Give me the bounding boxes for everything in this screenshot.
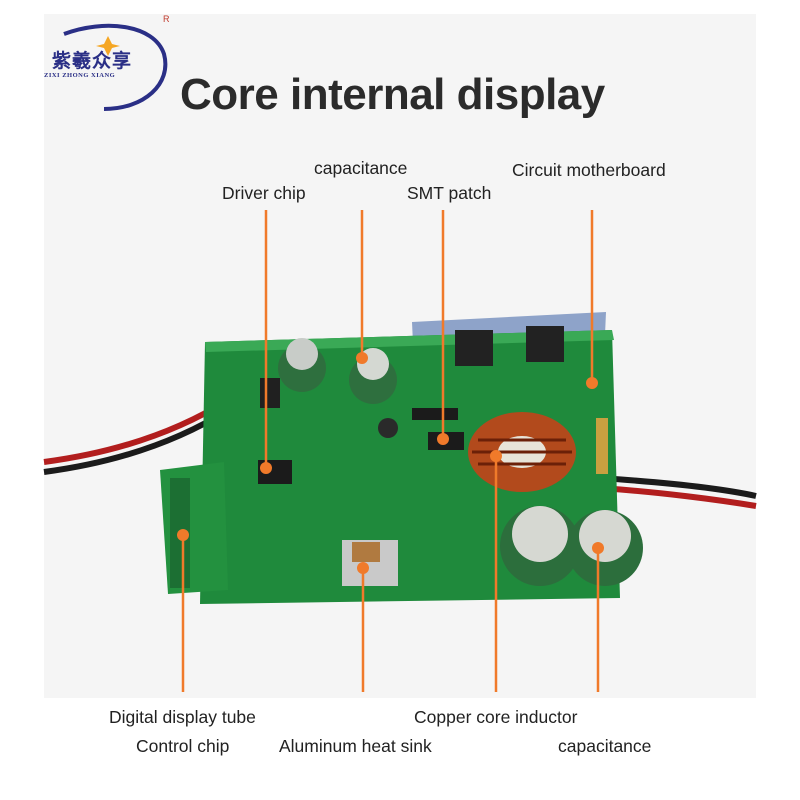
label-capacitance-top: capacitance — [314, 158, 408, 178]
star-icon — [96, 36, 120, 56]
callout-dot-capacitance-bottom — [592, 542, 604, 554]
label-smt-patch: SMT patch — [407, 183, 492, 203]
callout-dot-display-tube — [177, 529, 189, 541]
callout-dot-driver-chip — [260, 462, 272, 474]
label-control-chip: Control chip — [136, 736, 230, 756]
callout-dot-inductor — [490, 450, 502, 462]
callout-dot-capacitance-top — [356, 352, 368, 364]
label-digital-display-tube: Digital display tube — [109, 707, 256, 727]
brand-logo — [63, 23, 168, 111]
label-aluminum-heat-sink: Aluminum heat sink — [279, 736, 432, 756]
callout-dot-heat-sink — [357, 562, 369, 574]
logo-text-chinese: 紫羲众享 — [52, 50, 133, 72]
label-copper-core-inductor: Copper core inductor — [414, 707, 578, 727]
callout-dot-circuit-motherboard — [586, 377, 598, 389]
registered-mark: R — [163, 14, 170, 24]
label-driver-chip: Driver chip — [222, 183, 306, 203]
callout-dot-smt-patch — [437, 433, 449, 445]
label-circuit-motherboard: Circuit motherboard — [512, 160, 666, 180]
page-title: Core internal display — [180, 70, 605, 119]
label-capacitance-bottom: capacitance — [558, 736, 652, 756]
logo-text-english: ZIXI ZHONG XIANG — [44, 72, 116, 79]
